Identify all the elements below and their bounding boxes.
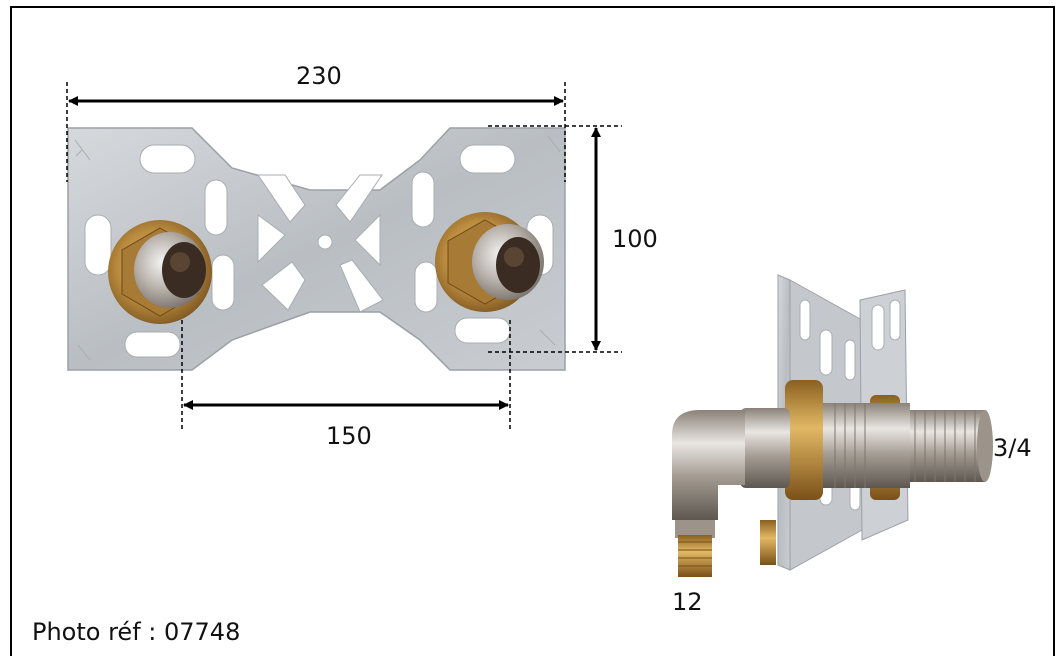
dimension-lines — [66, 82, 622, 430]
height-dimension-label: 100 — [612, 225, 658, 253]
right-fitting — [435, 212, 544, 312]
photo-reference-caption: Photo réf : 07748 — [32, 618, 241, 646]
width-dimension-label: 230 — [296, 62, 342, 90]
thread-size-label: 3/4 — [993, 434, 1032, 462]
spacing-dimension-label: 150 — [326, 422, 372, 450]
left-fitting — [108, 220, 212, 324]
side-fitting-assembly — [672, 380, 993, 577]
figure-frame — [10, 6, 1055, 656]
tube-size-label: 12 — [672, 588, 703, 616]
